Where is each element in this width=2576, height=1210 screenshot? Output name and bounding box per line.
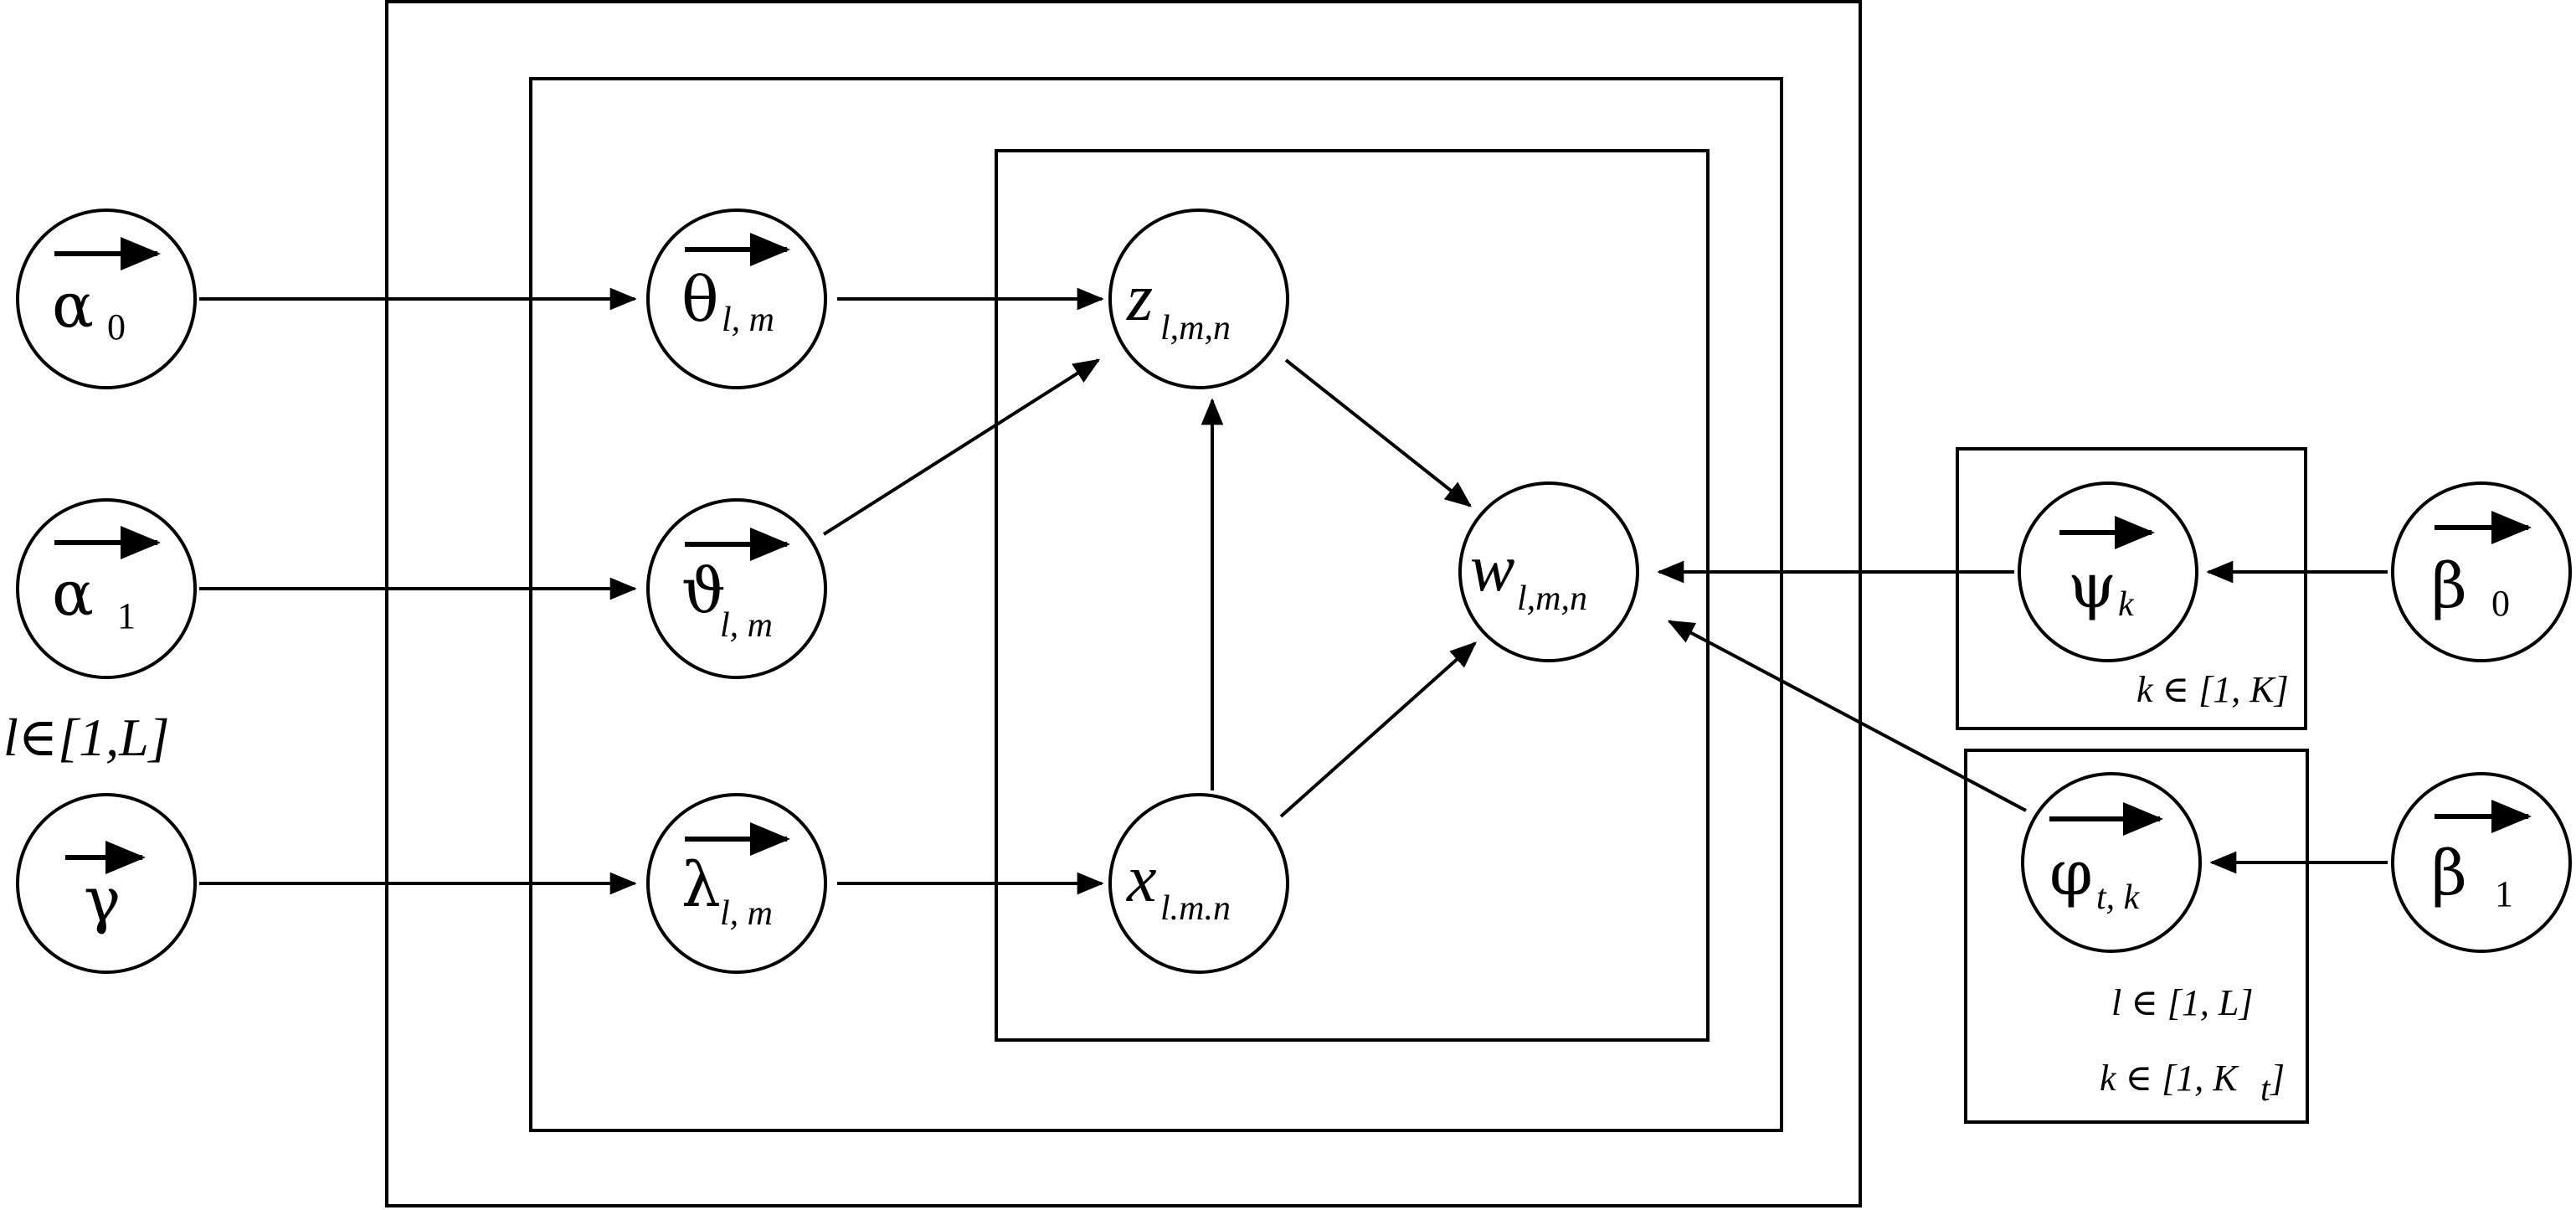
node-alpha-1-subscript: 1 — [117, 595, 136, 636]
phi-plate — [1964, 749, 2309, 1124]
node-gamma: γ — [16, 793, 197, 974]
node-beta-1: β 1 — [2391, 772, 2572, 953]
node-alpha-0-symbol: α — [52, 270, 94, 342]
node-theta-subscript: l, m — [722, 301, 774, 339]
node-psi: ψ k — [2018, 481, 2198, 662]
edge-vartheta-z — [822, 358, 1101, 536]
node-alpha-1: α 1 — [16, 498, 197, 679]
plate-label-phi-k: k ∈ [1, K t ] — [2100, 1058, 2285, 1109]
plate-label-outer-l: l∈[1,L] — [3, 708, 170, 767]
node-w-subscript: l,m,n — [1517, 579, 1587, 618]
node-lambda-symbol: λ — [681, 849, 721, 921]
node-beta-1-subscript: 1 — [2495, 873, 2513, 914]
node-theta-symbol: θ — [681, 264, 719, 336]
node-alpha-1-symbol: α — [52, 558, 94, 630]
node-x-subscript: l.m.n — [1160, 889, 1231, 928]
plate-label-phi-k-bracket: ] — [2269, 1058, 2285, 1099]
node-vartheta-subscript: l, m — [720, 606, 773, 645]
node-x-symbol: x — [1126, 842, 1157, 916]
node-w-symbol: w — [1470, 532, 1514, 605]
node-vartheta-symbol: ϑ — [681, 555, 726, 627]
node-beta-1-symbol: β — [2431, 837, 2467, 909]
node-z: z l,m,n — [1108, 209, 1289, 389]
node-alpha-0-subscript: 0 — [107, 306, 126, 348]
inner-plate — [995, 149, 1710, 1042]
node-x: x l.m.n — [1108, 793, 1289, 974]
node-lambda-subscript: l, m — [720, 894, 773, 933]
edge-phi-w — [1667, 620, 2027, 812]
node-psi-subscript: k — [2118, 585, 2135, 624]
node-w: w l,m,n — [1458, 481, 1639, 662]
outer-plate — [385, 0, 1862, 1207]
edge-x-w — [1279, 641, 1477, 818]
node-beta-0: β 0 — [2391, 481, 2572, 662]
plate-label-phi-l: l ∈ [1, L] — [2111, 982, 2254, 1023]
node-psi-symbol: ψ — [2068, 550, 2116, 622]
node-beta-0-symbol: β — [2431, 550, 2467, 622]
node-alpha-0: α 0 — [16, 209, 197, 389]
node-lambda: λ l, m — [646, 793, 827, 974]
node-theta: θ l, m — [646, 209, 827, 389]
middle-plate — [529, 77, 1783, 1132]
plate-label-phi-k-subscript: t — [2260, 1070, 2271, 1109]
node-gamma-symbol: γ — [84, 864, 121, 936]
plate-label-psi-k: k ∈ [1, K] — [2136, 669, 2289, 710]
node-beta-0-subscript: 0 — [2491, 583, 2510, 624]
node-phi-subscript: t, k — [2096, 878, 2141, 917]
node-vartheta: ϑ l, m — [646, 498, 827, 679]
edge-z-w — [1284, 358, 1473, 507]
plate-label-phi-k-main: k ∈ [1, K — [2100, 1058, 2239, 1099]
node-phi: φ t, k — [2021, 772, 2202, 953]
psi-plate — [1956, 447, 2307, 730]
node-z-subscript: l,m,n — [1160, 309, 1231, 348]
node-z-symbol: z — [1126, 261, 1153, 335]
node-phi-symbol: φ — [2049, 837, 2093, 909]
